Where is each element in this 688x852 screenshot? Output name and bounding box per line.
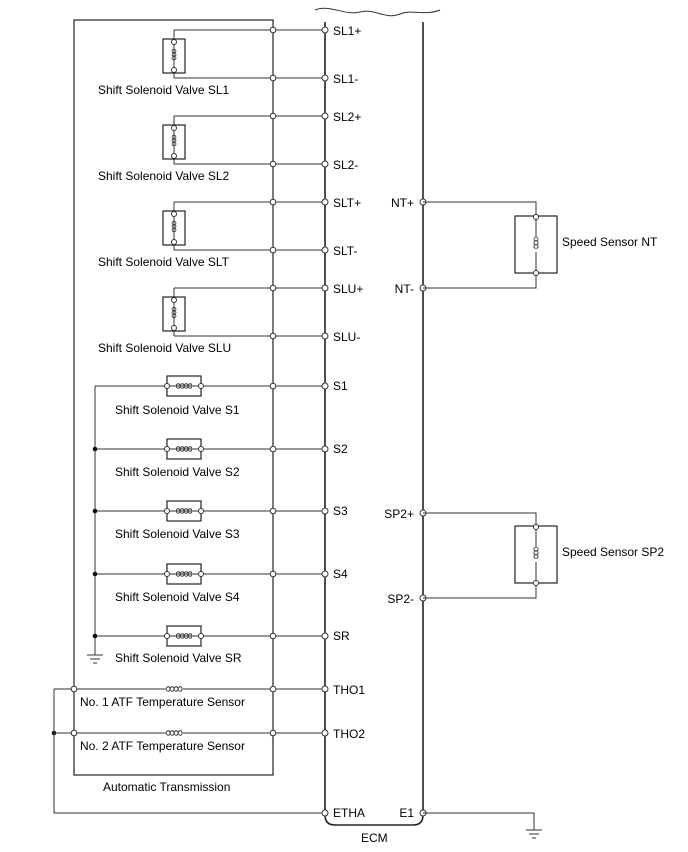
- ecm-box: ECM: [314, 7, 441, 845]
- component-label: Shift Solenoid Valve S4: [115, 590, 240, 604]
- terminal-label-e1: E1: [399, 806, 414, 820]
- ecm-label: ECM: [361, 831, 388, 845]
- etha-return-wire: [53, 689, 325, 814]
- terminal-label-slum: SLU-: [333, 330, 360, 344]
- terminal-label-tho2: THO2: [333, 727, 365, 741]
- coil-icon: [166, 686, 182, 692]
- terminal-label-sl2m: SL2-: [333, 158, 358, 172]
- component-label: Shift Solenoid Valve S3: [115, 527, 240, 541]
- coil-icon: [166, 730, 182, 736]
- junction-dot: [92, 571, 98, 577]
- junction-dot: [92, 633, 98, 639]
- terminal-label-sp2m: SP2-: [387, 592, 414, 606]
- terminal-label-s4: S4: [333, 567, 348, 581]
- solenoid-s3: Shift Solenoid Valve S3: [95, 500, 325, 541]
- transmission-connector-dots: [70, 26, 277, 737]
- solenoid-s4: Shift Solenoid Valve S4: [95, 563, 325, 604]
- component-label: Shift Solenoid Valve SLU: [98, 341, 231, 355]
- automatic-transmission-label: Automatic Transmission: [103, 780, 230, 794]
- solenoid-sl1: Shift Solenoid Valve SL1: [98, 29, 325, 97]
- junction-dot: [92, 508, 98, 514]
- solenoid-slt: Shift Solenoid Valve SLT: [98, 201, 325, 269]
- solenoid-ground-bus: [87, 386, 103, 664]
- terminal-label-ntm: NT-: [395, 282, 414, 296]
- component-label: No. 2 ATF Temperature Sensor: [80, 739, 245, 753]
- solenoid-slu: Shift Solenoid Valve SLU: [98, 287, 325, 355]
- ground-icon: [87, 650, 103, 664]
- speed-sensor-sp2: Speed Sensor SP2: [423, 512, 664, 599]
- component-label: Speed Sensor NT: [562, 235, 658, 249]
- atf-sensor-1: No. 1 ATF Temperature Sensor: [54, 686, 325, 709]
- coil-icon: [533, 547, 539, 559]
- atf-sensor-2: No. 2 ATF Temperature Sensor: [54, 730, 325, 753]
- terminal-label-s1: S1: [333, 379, 348, 393]
- junction-dot: [92, 446, 98, 452]
- solenoid-s2: Shift Solenoid Valve S2: [95, 438, 325, 479]
- terminal-label-tho1: THO1: [333, 683, 365, 697]
- terminal-label-sltm: SLT-: [333, 244, 357, 258]
- terminal-label-slup: SLU+: [333, 282, 363, 296]
- component-label: Shift Solenoid Valve S2: [115, 465, 240, 479]
- speed-sensor-nt: Speed Sensor NT: [423, 201, 658, 289]
- solenoid-sl2: Shift Solenoid Valve SL2: [98, 115, 325, 183]
- terminal-label-sl1m: SL1-: [333, 72, 358, 86]
- terminal-label-etha: ETHA: [333, 806, 365, 820]
- ecm-left-terminals: SL1+ SL1- SL2+ SL2- SLT+ SLT- SLU+ SLU- …: [321, 24, 365, 820]
- component-label: Shift Solenoid Valve SL1: [98, 83, 230, 97]
- component-label: Shift Solenoid Valve SL2: [98, 169, 230, 183]
- solenoid-sr: Shift Solenoid Valve SR: [95, 625, 325, 665]
- terminal-label-s2: S2: [333, 442, 348, 456]
- component-label: Shift Solenoid Valve SLT: [98, 255, 230, 269]
- terminal-label-sl2p: SL2+: [333, 110, 361, 124]
- terminal-label-sl1p: SL1+: [333, 24, 361, 38]
- solenoid-s1: Shift Solenoid Valve S1: [95, 375, 325, 417]
- automatic-transmission-box: Automatic Transmission: [73, 19, 274, 794]
- component-label: No. 1 ATF Temperature Sensor: [80, 695, 245, 709]
- terminal-label-sltp: SLT+: [333, 196, 361, 210]
- ecm-right-terminals: NT+ NT- SP2+ SP2- E1: [384, 196, 427, 820]
- terminal-label-s3: S3: [333, 504, 348, 518]
- terminal-label-sr: SR: [333, 629, 350, 643]
- e1-ground: [423, 812, 542, 839]
- terminal-label-ntp: NT+: [391, 196, 414, 210]
- terminal-label-sp2p: SP2+: [384, 507, 414, 521]
- component-label: Shift Solenoid Valve SR: [115, 651, 242, 665]
- component-label: Speed Sensor SP2: [562, 545, 664, 559]
- component-label: Shift Solenoid Valve S1: [115, 403, 240, 417]
- ground-icon: [526, 829, 542, 839]
- coil-icon: [533, 237, 539, 249]
